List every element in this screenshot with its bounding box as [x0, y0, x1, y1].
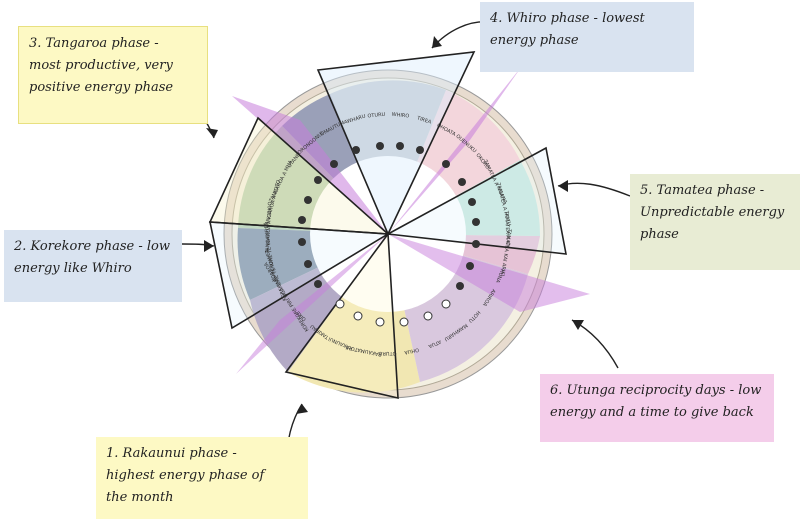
moon-phase-dots [298, 142, 480, 327]
whiro-note-line: 4. Whiro phase - lowest [490, 11, 645, 26]
tangaroa-note: 3. Tangaroa phase - most productive, ver… [18, 26, 208, 124]
whiro-note-line: energy phase [490, 33, 579, 48]
tamatea-note: 5. Tamatea phase - Unpredictable energy … [630, 174, 800, 270]
tamatea-note-line: Unpredictable energy [640, 205, 785, 220]
pink-wedge-right [388, 234, 590, 312]
outline-korekore [209, 221, 391, 330]
pink-wedge-upper-right [388, 66, 522, 234]
pink-wedge-lower-left [236, 234, 388, 374]
whiro-note: 4. Whiro phase - lowest energy phase [480, 2, 694, 72]
tamatea-note-line: phase [640, 227, 679, 242]
rakaunui-note-line: the month [106, 490, 174, 505]
ring-label: OTURU [378, 350, 396, 356]
tangaroa-note-line: positive energy phase [29, 80, 174, 95]
utunga-note-line: energy and a time to give back [550, 405, 754, 420]
ring-label: TIREA [415, 115, 432, 126]
tangaroa-note-line: most productive, very [29, 58, 173, 73]
ring-label: TAMATEA A IO [503, 210, 511, 246]
ring-label: OHUA [403, 346, 419, 355]
utunga-note-line: 6. Utunga reciprocity days - low [550, 383, 762, 398]
tangaroa-note-line: 3. Tangaroa phase - [29, 36, 159, 51]
ring-label: ATUA [427, 338, 442, 349]
rakaunui-note-line: highest energy phase of [106, 468, 265, 483]
arrow-heads [204, 36, 584, 414]
ring-label: WHIRO [391, 112, 409, 120]
ring-label: HUNA [494, 268, 505, 284]
korekore-note-line: energy like Whiro [14, 261, 132, 276]
korekore-note: 2. Korekore phase - low energy like Whir… [4, 230, 182, 302]
rakaunui-note: 1. Rakaunui phase - highest energy phase… [96, 437, 308, 519]
arrow-tamatea [557, 182, 631, 197]
utunga-note: 6. Utunga reciprocity days - low energy … [540, 374, 774, 442]
ring-label: TANGAROA A KIOKIO [265, 201, 274, 254]
ring-label: OTURU [367, 112, 386, 120]
tamatea-note-line: 5. Tamatea phase - [640, 183, 765, 198]
rakaunui-note-line: 1. Rakaunui phase - [106, 446, 237, 461]
korekore-note-line: 2. Korekore phase - low [14, 239, 170, 254]
